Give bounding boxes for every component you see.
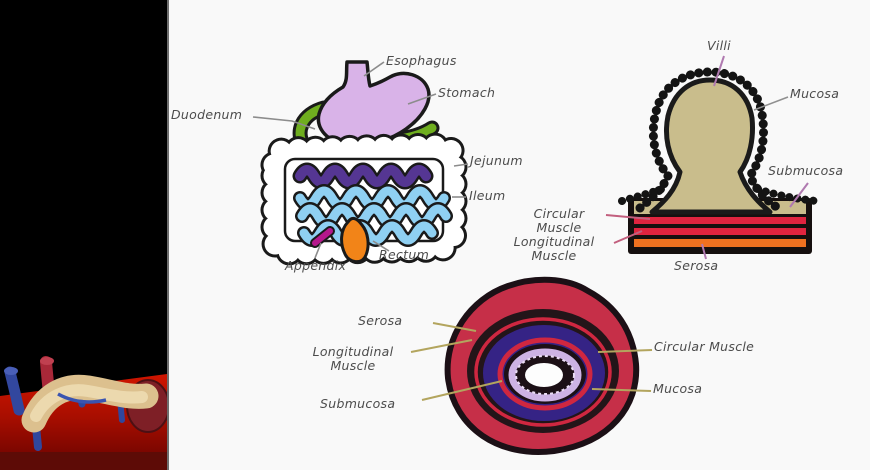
model-mesenteric-vein bbox=[57, 392, 107, 404]
villus-diagram bbox=[605, 55, 820, 260]
jejunum-shape bbox=[295, 165, 431, 187]
cross-section-leader-lines bbox=[410, 322, 653, 401]
circular-muscle-stripe bbox=[634, 217, 806, 224]
label-appendix: Appendix bbox=[285, 258, 347, 273]
label-cs-longitudinal-muscle: Longitudinal Muscle bbox=[312, 344, 394, 373]
label-cs-mucosa: Mucosa bbox=[653, 381, 703, 396]
label-cs-submucosa: Submucosa bbox=[320, 396, 396, 411]
rectum-shape bbox=[340, 216, 370, 264]
model-blue-vessel bbox=[4, 366, 25, 416]
gi-tract-diagram bbox=[252, 60, 469, 266]
video-panel bbox=[0, 0, 167, 470]
diagram-artwork bbox=[252, 55, 820, 455]
cross-section-diagram bbox=[410, 276, 653, 455]
mucosa-ring bbox=[508, 348, 582, 402]
microvilli-fringe bbox=[635, 67, 783, 213]
serosa-stripe bbox=[634, 239, 806, 247]
label-villi: Villi bbox=[707, 38, 731, 53]
lumen bbox=[525, 363, 563, 387]
label-duodenum: Duodenum bbox=[171, 107, 243, 122]
stomach-shape bbox=[316, 60, 431, 147]
label-villus-circular-muscle: Circular Muscle bbox=[533, 206, 585, 235]
label-villus-serosa: Serosa bbox=[674, 258, 719, 273]
appendix-shape bbox=[312, 228, 333, 246]
villus-leader-lines bbox=[605, 55, 809, 260]
label-rectum: Rectum bbox=[379, 247, 430, 262]
label-ileum: Ileum bbox=[469, 188, 506, 203]
slide: Esophagus Stomach Duodenum Jejunum Ileum… bbox=[167, 0, 870, 470]
label-villus-longitudinal-muscle: Longitudinal Muscle bbox=[513, 234, 595, 263]
label-cs-serosa: Serosa bbox=[358, 313, 403, 328]
gi-leader-lines bbox=[252, 61, 469, 259]
label-stomach: Stomach bbox=[438, 85, 496, 100]
longitudinal-muscle-stripe bbox=[634, 228, 806, 235]
label-villus-submucosa: Submucosa bbox=[768, 163, 844, 178]
label-jejunum: Jejunum bbox=[470, 153, 523, 168]
label-cs-circular-muscle: Circular Muscle bbox=[654, 339, 755, 354]
villus-shape bbox=[649, 77, 773, 215]
table-front-edge bbox=[0, 452, 167, 470]
label-esophagus: Esophagus bbox=[386, 53, 457, 68]
label-villus-mucosa: Mucosa bbox=[790, 86, 840, 101]
anatomical-model-image bbox=[0, 0, 167, 470]
